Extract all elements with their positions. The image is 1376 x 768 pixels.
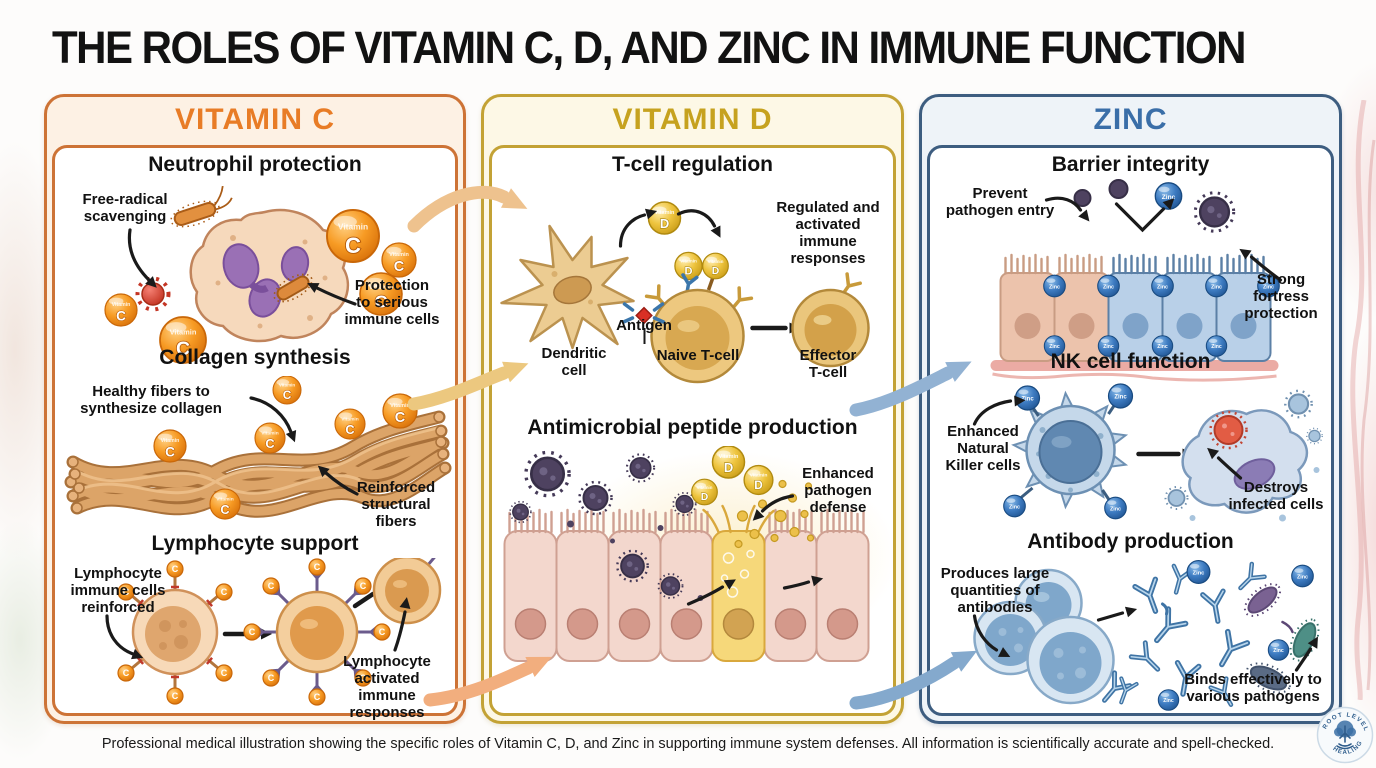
- lymphocyte-illustration: [105, 558, 446, 706]
- label-arrow: [324, 471, 359, 496]
- step-arrow: [782, 580, 811, 590]
- collagen-illustration: [64, 376, 452, 520]
- panel-zinc-body: Barrier integrity: [927, 145, 1334, 716]
- label-antigen: Antigen: [616, 317, 672, 334]
- virus-icon: [1209, 410, 1248, 450]
- footer-caption: Professional medical illustration showin…: [101, 736, 1275, 752]
- label-arrow: [972, 399, 1013, 426]
- panel-vitamin-c-title: VITAMIN C: [174, 103, 336, 136]
- flow-arrow-c-to-d-top: [407, 185, 533, 233]
- neutrophil-nucleus: [222, 243, 310, 318]
- basement-membrane: [990, 360, 1279, 371]
- bounce-arrow: [1114, 202, 1166, 233]
- label-healthy-fibers: Healthy fibers to synthesize collagen: [80, 383, 222, 417]
- label-lymphocyte-reinforced: Lymphocyte immune cells reinforced: [70, 565, 166, 616]
- label-arrow: [760, 494, 795, 513]
- step-arrow: [1096, 611, 1125, 622]
- neutrophil-illustration: [104, 185, 417, 364]
- label-lymphocyte-activated: Lymphocyte activated immune responses: [343, 653, 431, 721]
- panel-vitamin-c: VITAMIN C Neutrophil protection: [44, 94, 466, 724]
- label-arrow: [393, 610, 407, 652]
- barrier-cells: [999, 253, 1272, 362]
- label-binds-pathogens: Binds effectively to various pathogens: [1184, 671, 1322, 705]
- artery-decoration: [1350, 100, 1376, 700]
- bacterium-icon: [170, 185, 233, 228]
- panel-vitamin-d: VITAMIN D T-cell regulation: [481, 94, 904, 724]
- label-arrow: [1216, 456, 1243, 480]
- flow-arrow-d-to-z-bottom: [849, 645, 978, 710]
- section-lymphocyte-support: Lymphocyte support: [151, 532, 359, 555]
- pathogen-icon: [1073, 189, 1092, 207]
- open-microvilli: [702, 504, 775, 534]
- section-antimicrobial-peptide: Antimicrobial peptide production: [527, 416, 858, 439]
- barrier-illustration: [990, 179, 1283, 382]
- antibody-cloud: [1114, 564, 1265, 709]
- label-destroys-infected: Destroys infected cells: [1228, 479, 1324, 513]
- plasma-cells: [973, 568, 1130, 707]
- cell-bubbles: [720, 549, 755, 598]
- panel-zinc-title: ZINC: [1093, 103, 1168, 136]
- label-arrow: [618, 213, 647, 248]
- label-arrow: [127, 228, 151, 282]
- lymphocyte-cell-1: [117, 560, 233, 705]
- label-arrow: [315, 286, 357, 306]
- effector-t-cell: [791, 272, 870, 368]
- label-produces-antibodies: Produces large quantities of antibodies: [940, 565, 1050, 616]
- label-arrow: [105, 614, 135, 656]
- label-arrow: [972, 614, 999, 652]
- antimicrobial-illustration: [503, 446, 893, 662]
- section-antibody-production: Antibody production: [1027, 530, 1234, 553]
- panel-vitamin-c-body: Neutrophil protection: [52, 145, 458, 721]
- flow-arrow-c-to-d-mid: [407, 358, 533, 411]
- section-neutrophil-protection: Neutrophil protection: [148, 153, 362, 176]
- step-arrow: [686, 585, 725, 606]
- nk-cell: [1003, 383, 1134, 520]
- label-dendritic-cell: Dendritic cell: [541, 345, 607, 379]
- section-collagen-synthesis: Collagen synthesis: [159, 346, 351, 369]
- label-regulated-responses: Regulated and activated immune responses: [776, 199, 880, 267]
- dendritic-cell: [500, 224, 635, 350]
- label-prevent-pathogen-entry: Prevent pathogen entry: [945, 185, 1055, 219]
- panel-vitamin-d-body: T-cell regulation: [489, 145, 896, 716]
- fiber-ends: [65, 411, 451, 514]
- section-t-cell-regulation: T-cell regulation: [611, 153, 774, 176]
- step-arrow: [352, 591, 376, 609]
- flow-arrow-d-to-z-mid: [849, 358, 974, 417]
- tree-icon: [1334, 720, 1356, 750]
- label-effector-t-cell: Effector T-cell: [799, 347, 857, 381]
- lymphocyte-cell-2: [243, 558, 391, 706]
- label-enhanced-pathogen-defense: Enhanced pathogen defense: [802, 465, 874, 516]
- label-naive-t-cell: Naive T-cell: [656, 347, 740, 364]
- label-arrow: [1294, 647, 1313, 672]
- panel-zinc: ZINC Barrier integrity: [919, 94, 1342, 724]
- epithelial-cells: [503, 504, 870, 662]
- label-arrow: [249, 396, 293, 434]
- pathogen-icon: [1108, 179, 1129, 199]
- lymphocyte-cell-3: [372, 558, 446, 625]
- label-protection-immune-cells: Protection to serious immune cells: [344, 277, 440, 328]
- section-nk-cell-function: NK cell function: [1050, 350, 1211, 373]
- fiber-highlights: [72, 425, 442, 495]
- infected-cell: [1164, 389, 1323, 522]
- label-enhanced-nk-cells: Enhanced Natural Killer cells: [945, 423, 1021, 474]
- peptide-spray: [734, 479, 815, 549]
- label-arrow: [1249, 255, 1283, 282]
- label-free-radical-scavenging: Free-radical scavenging: [82, 191, 168, 225]
- activated-cell: [711, 530, 766, 662]
- label-arrow: [1044, 196, 1083, 212]
- panel-vitamin-d-title: VITAMIN D: [612, 103, 773, 136]
- nk-cell-illustration: [972, 383, 1323, 522]
- root-level-healing-logo: ROOT LEVEL HEALING: [1316, 706, 1374, 764]
- neutrophil-cell: [189, 208, 350, 343]
- label-arrow: [676, 209, 717, 228]
- antibody-illustration: [972, 560, 1323, 714]
- page-title: THE ROLES OF VITAMIN C, D, AND ZINC IN I…: [52, 22, 1246, 73]
- cell-speckles: [215, 235, 328, 329]
- section-barrier-integrity: Barrier integrity: [1051, 153, 1210, 176]
- label-strong-fortress: Strong fortress protection: [1244, 271, 1318, 322]
- t-cell-illustration: [500, 201, 870, 384]
- antigen-icon: [621, 302, 666, 344]
- label-reinforced-fibers: Reinforced structural fibers: [356, 479, 436, 530]
- flow-arrow-c-to-d-bottom: [423, 652, 556, 707]
